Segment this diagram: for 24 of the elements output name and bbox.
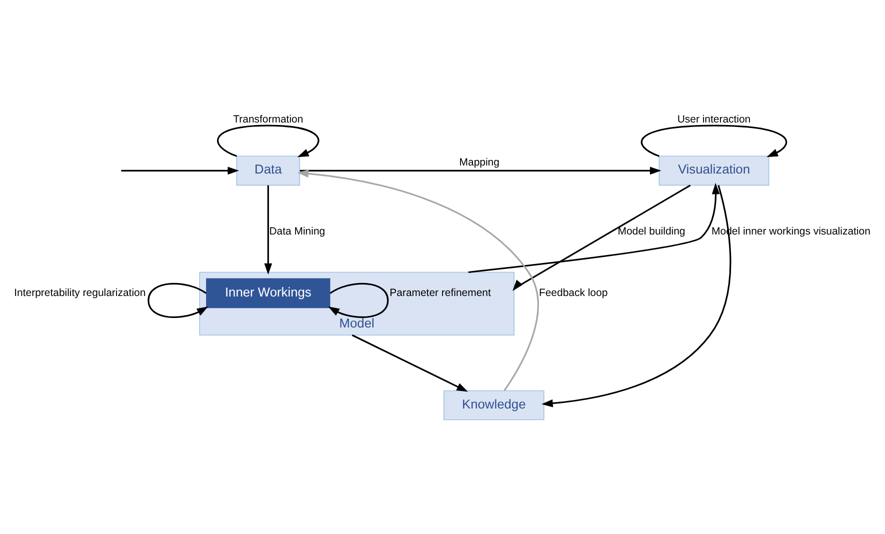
node-box: Knowledge <box>444 390 544 420</box>
node-box: Visualization <box>658 156 770 186</box>
edge-label: Data Mining <box>269 226 326 238</box>
edge-label: User interaction <box>677 114 751 126</box>
edge-label: Feedback loop <box>538 288 608 299</box>
arrow <box>542 185 732 408</box>
arrow <box>148 282 208 318</box>
edge-label: Interpretability regularization <box>14 288 146 299</box>
arrow <box>217 124 320 158</box>
arrow <box>352 334 468 392</box>
edge-label: Parameter refinement <box>390 288 491 299</box>
arrow <box>641 124 788 158</box>
arrow <box>468 182 720 274</box>
arrow <box>328 282 389 318</box>
edge-label: Transformation <box>233 114 304 126</box>
arrow <box>512 184 691 291</box>
arrow <box>264 185 272 275</box>
arrow <box>300 166 662 175</box>
node-box: Inner Workings <box>206 278 330 308</box>
node-box: Data <box>236 156 300 186</box>
arrow <box>121 166 240 175</box>
edge-label: Mapping <box>459 157 500 168</box>
arrow <box>297 170 539 392</box>
edge-label: Model building <box>618 226 686 238</box>
